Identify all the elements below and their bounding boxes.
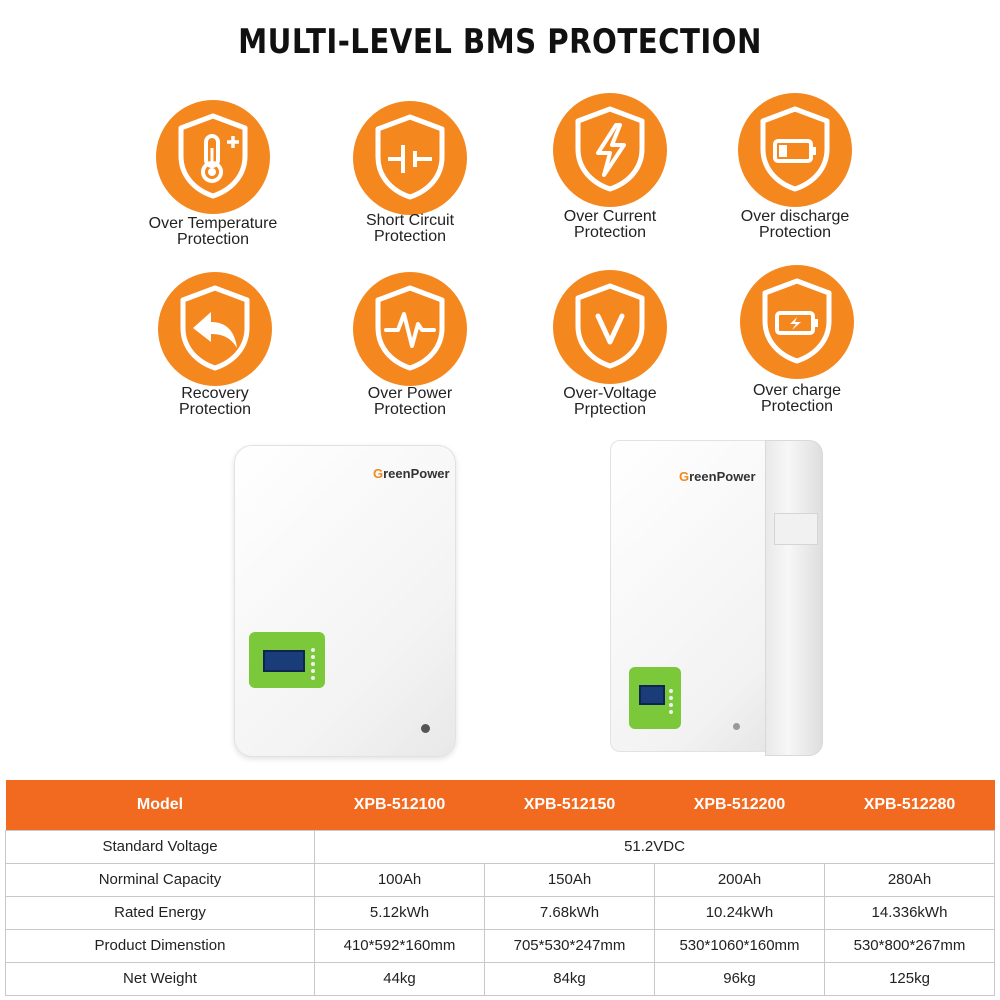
table-cell: 7.68kWh <box>484 895 655 930</box>
feature-label: Over charge Protection <box>752 382 842 415</box>
row-label: Rated Energy <box>5 895 315 930</box>
table-cell: 150Ah <box>484 862 655 897</box>
lcd-screen <box>263 650 305 672</box>
table-cell: 200Ah <box>654 862 825 897</box>
spec-table: Model XPB-512100 XPB-512150 XPB-512200 X… <box>5 780 995 996</box>
power-knob <box>421 724 430 733</box>
table-row: Net Weight 44kg 84kg 96kg 125kg <box>5 961 995 996</box>
table-cell: 10.24kWh <box>654 895 825 930</box>
feature-label: Over Power Protection <box>367 385 453 418</box>
row-label: Standard Voltage <box>5 829 315 864</box>
status-leds <box>669 689 673 714</box>
table-cell: 705*530*247mm <box>484 928 655 963</box>
table-cell: 5.12kWh <box>314 895 485 930</box>
feature-label: Recovery Protection <box>178 385 252 418</box>
table-row: Standard Voltage 51.2VDC <box>5 829 995 864</box>
table-cell: 100Ah <box>314 862 485 897</box>
battery-side-image: GreenPower <box>610 440 823 758</box>
short-circuit-icon <box>375 114 445 200</box>
column-header: XPB-512100 <box>314 780 485 830</box>
table-cell: 530*1060*160mm <box>654 928 825 963</box>
column-header: XPB-512200 <box>654 780 825 830</box>
carry-handle <box>774 513 818 545</box>
feature-badge <box>158 272 272 386</box>
pulse-icon <box>375 285 445 371</box>
lightning-icon <box>575 106 645 192</box>
page-title: MULTI-LEVEL BMS PROTECTION <box>238 22 762 62</box>
feature-label: Over-Voltage Prptection <box>563 385 657 418</box>
feature-label: Over Temperature Protection <box>148 215 278 248</box>
feature-label: Over Current Protection <box>563 208 657 241</box>
feature-label: Over discharge Protection <box>740 208 850 241</box>
battery-side-panel <box>765 440 823 756</box>
table-cell: 84kg <box>484 961 655 996</box>
row-label: Net Weight <box>5 961 315 996</box>
brand-logo: GreenPower <box>679 469 756 484</box>
lcd-panel <box>629 667 681 729</box>
feature-badge <box>353 101 467 215</box>
table-cell: 530*800*267mm <box>824 928 995 963</box>
brand-logo: GreenPower <box>373 466 450 481</box>
table-cell: 44kg <box>314 961 485 996</box>
v-check-icon <box>575 283 645 369</box>
battery-body: GreenPower <box>610 440 768 752</box>
table-cell: 280Ah <box>824 862 995 897</box>
undo-arrow-icon <box>180 285 250 371</box>
feature-badge <box>740 265 854 379</box>
battery-low-icon <box>760 106 830 192</box>
row-label: Product Dimenstion <box>5 928 315 963</box>
table-cell: 14.336kWh <box>824 895 995 930</box>
battery-charge-icon <box>762 278 832 364</box>
table-row: Norminal Capacity 100Ah 150Ah 200Ah 280A… <box>5 862 995 897</box>
feature-badge <box>553 270 667 384</box>
thermometer-icon <box>178 113 248 199</box>
battery-front-image: GreenPower <box>234 445 456 757</box>
feature-badge <box>353 272 467 386</box>
feature-badge <box>156 100 270 214</box>
lcd-panel <box>249 632 325 688</box>
power-knob <box>733 723 740 730</box>
feature-badge <box>738 93 852 207</box>
table-cell: 410*592*160mm <box>314 928 485 963</box>
table-cell: 125kg <box>824 961 995 996</box>
feature-label: Short Circuit Protection <box>365 212 455 245</box>
table-header-row: Model XPB-512100 XPB-512150 XPB-512200 X… <box>5 780 995 830</box>
table-cell: 51.2VDC <box>314 829 995 864</box>
feature-badge <box>553 93 667 207</box>
column-header: XPB-512150 <box>484 780 655 830</box>
row-label: Norminal Capacity <box>5 862 315 897</box>
lcd-screen <box>639 685 665 705</box>
column-header: XPB-512280 <box>824 780 995 830</box>
table-row: Rated Energy 5.12kWh 7.68kWh 10.24kWh 14… <box>5 895 995 930</box>
table-row: Product Dimenstion 410*592*160mm 705*530… <box>5 928 995 963</box>
table-cell: 96kg <box>654 961 825 996</box>
column-header: Model <box>5 780 315 830</box>
status-leds <box>311 648 315 680</box>
